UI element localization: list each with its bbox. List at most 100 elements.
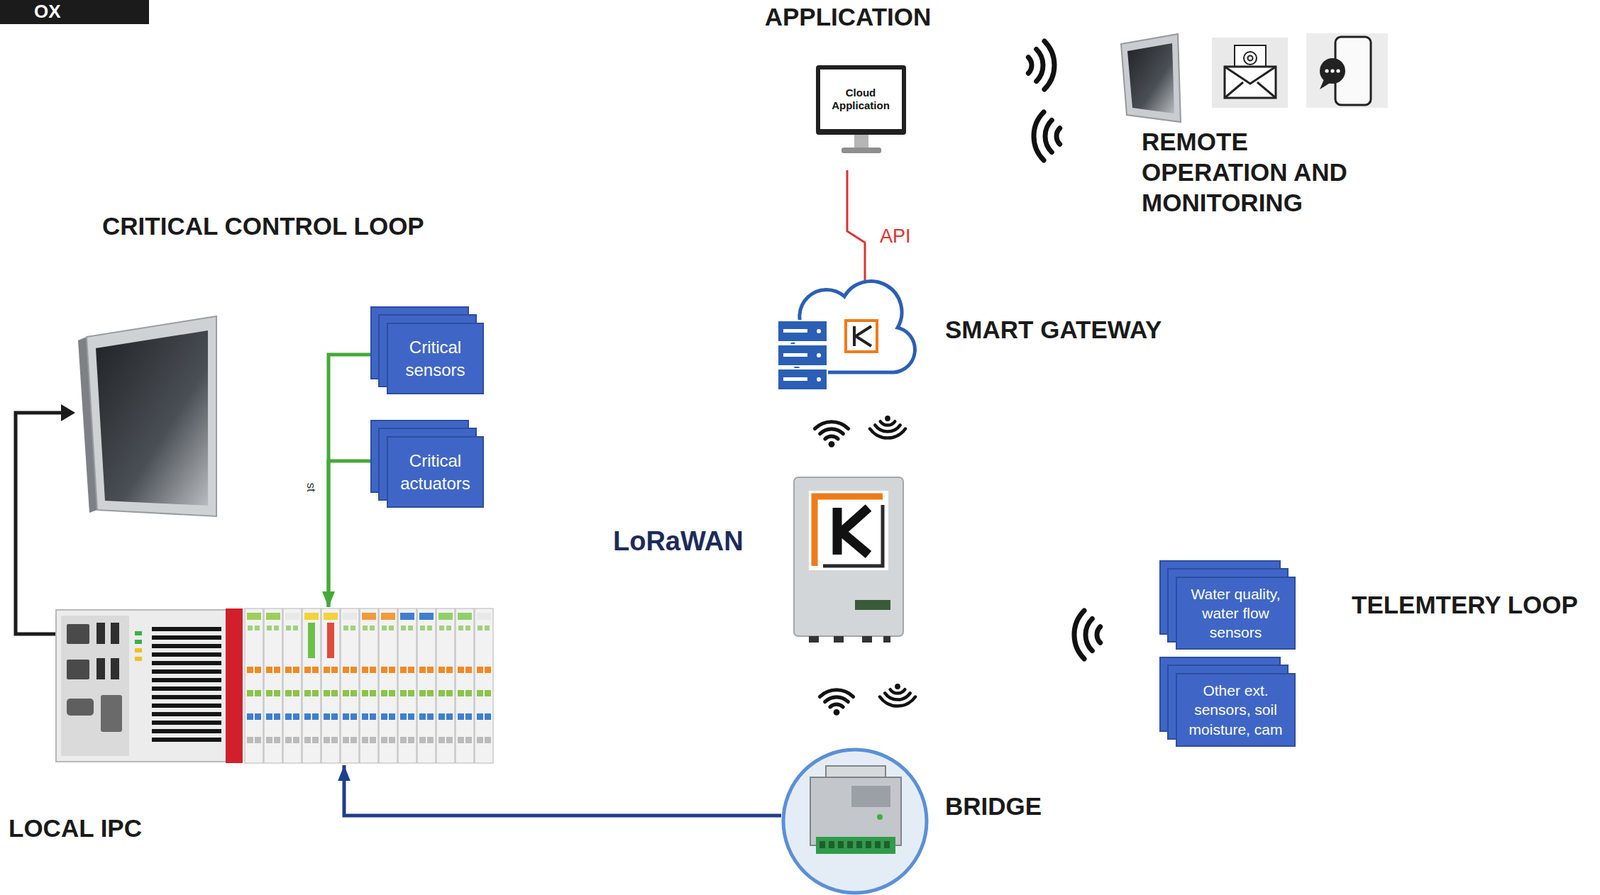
terminal-label [342, 613, 357, 621]
terminal-label [419, 613, 434, 621]
spring-contact [312, 713, 319, 721]
spring-contact [427, 713, 434, 721]
spring-contact [427, 690, 434, 697]
spring-contact [350, 737, 357, 744]
spring-contact [438, 713, 445, 721]
wifi-dot [828, 441, 836, 448]
monitor-frame [815, 65, 907, 135]
spring-contact [293, 666, 300, 674]
terminal-led [388, 625, 394, 631]
node-text: Other ext. sensors, soil moisture, cam [1184, 681, 1288, 740]
server-unit [777, 344, 828, 367]
spring-contact [312, 737, 319, 744]
spring-contact [400, 690, 407, 697]
terminal-label [457, 613, 472, 621]
spring-contact [285, 713, 292, 721]
monitor-neck [854, 134, 869, 150]
spring-contact [476, 737, 484, 744]
logo-ground [808, 490, 889, 571]
radio-waves [1056, 128, 1061, 145]
spring-contact [350, 713, 357, 721]
wifi-symbol [830, 704, 843, 708]
spring-contact [331, 713, 338, 721]
cable-gland [883, 636, 891, 643]
vent-slot [151, 720, 222, 726]
server-led [816, 353, 821, 358]
spring-contact [266, 690, 273, 697]
terminal-screw [847, 841, 853, 849]
terminal-label [323, 613, 338, 621]
connector [344, 765, 782, 816]
feedback-line [15, 412, 63, 635]
terminal-led [458, 625, 464, 631]
vent-slot [151, 669, 222, 675]
led-column [307, 622, 316, 659]
signal-symbol [874, 425, 900, 432]
label-text: CRITICAL CONTROL LOOP [102, 211, 425, 242]
device-node: BRIDGE [781, 747, 929, 895]
spring-contact [246, 690, 254, 697]
chat-dot [1336, 68, 1340, 73]
brand-stripe [225, 608, 243, 764]
spring-contact [331, 737, 338, 744]
spring-contact [484, 690, 491, 697]
panel-frame [86, 316, 217, 517]
terminal-led [484, 625, 490, 631]
spring-contact [246, 666, 254, 674]
spring-contact [388, 690, 396, 697]
terminal-module [283, 608, 302, 764]
serial-port [66, 698, 94, 716]
server-led [816, 377, 821, 382]
phone-icon-ground [1306, 33, 1388, 108]
chat-dot [1324, 68, 1329, 73]
signal-symbol [880, 421, 896, 426]
spring-contact [273, 690, 281, 697]
spring-contact [388, 737, 396, 744]
terminal-module [398, 608, 417, 764]
terminal-led [247, 625, 253, 631]
spring-contact [369, 666, 377, 674]
usb-port [96, 658, 106, 680]
spring-contact [369, 690, 377, 697]
radio-waves [1044, 41, 1055, 90]
spring-contact [427, 666, 434, 674]
terminal-label [304, 613, 319, 621]
spring-contact [484, 666, 491, 674]
spring-contact [361, 737, 369, 744]
terminal-led [254, 625, 260, 631]
spring-contact [285, 666, 292, 674]
spring-contact [457, 666, 465, 674]
terminal-module [436, 608, 455, 764]
spring-contact [304, 713, 311, 721]
label-text: TELEMTERY LOOP [1351, 590, 1579, 621]
terminal-screw [837, 841, 844, 849]
terminal-led [439, 625, 445, 631]
spring-contact [446, 666, 453, 674]
terminal-module [263, 608, 283, 764]
status-led [134, 648, 142, 653]
device-node: SMART GATEWAY [777, 280, 914, 394]
chat-dot [1330, 68, 1334, 73]
spring-contact [285, 737, 292, 744]
spring-contact [465, 713, 472, 721]
spring-contact [361, 713, 369, 721]
spring-contact [312, 666, 319, 674]
node-text: Critical actuators [395, 449, 476, 494]
spring-contact [419, 737, 426, 744]
spring-contact [350, 666, 357, 674]
server-unit [777, 320, 828, 342]
spring-contact [465, 666, 472, 674]
terminal-module [474, 608, 494, 764]
spring-contact [400, 737, 407, 744]
vent-slot [151, 737, 222, 743]
wifi-symbol [825, 436, 838, 440]
spring-contact [293, 713, 300, 721]
monitor-foot [841, 147, 882, 154]
logo-mark [837, 508, 869, 555]
envelope-flap [1224, 66, 1276, 98]
spring-contact [407, 666, 415, 674]
terminal-screw [865, 841, 872, 849]
node-text: APPLICATION [764, 2, 932, 32]
spring-contact [419, 690, 426, 697]
terminal-block [815, 837, 896, 855]
